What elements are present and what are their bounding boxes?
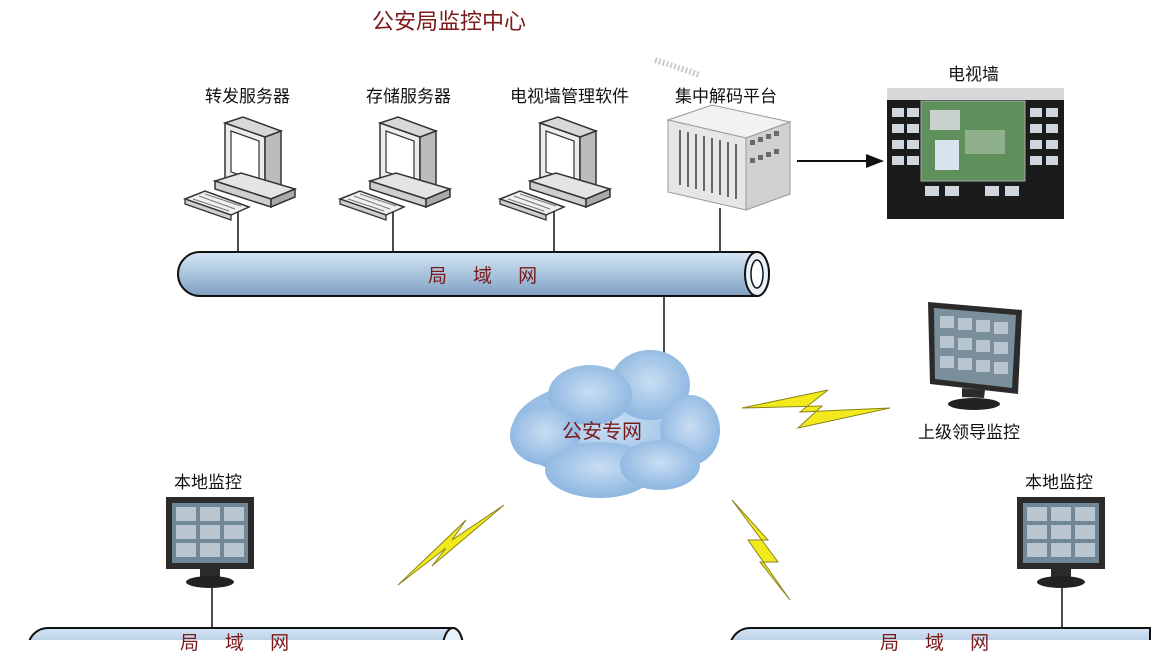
label-police-net: 公安专网: [562, 419, 642, 443]
lightning-icon: [397, 504, 505, 586]
computer-icon: [499, 116, 611, 221]
lightning-icon: [731, 499, 791, 601]
computer-icon: [184, 116, 296, 221]
monitor-icon: [928, 302, 1022, 410]
lan-pipe-bottom-left: [28, 627, 464, 640]
decoder-rack-icon: [654, 57, 792, 211]
network-diagram: [28, 57, 1151, 640]
cloud-icon: [510, 350, 720, 498]
label-lan-bottom-right: 局 域 网: [880, 632, 1000, 654]
tv-wall-icon: [887, 88, 1064, 219]
lan-pipe-top: [177, 251, 770, 297]
label-decoder-platform: 集中解码平台: [675, 87, 777, 107]
label-storage-server: 存储服务器: [366, 87, 451, 107]
label-local-monitor-left: 本地监控: [174, 473, 242, 493]
label-superior-monitor: 上级领导监控: [918, 423, 1020, 443]
computer-icon: [339, 116, 451, 221]
label-lan-bottom-left: 局 域 网: [180, 632, 300, 654]
lan-pipe-bottom-right: [730, 627, 1151, 640]
page-title: 公安局监控中心: [372, 10, 527, 35]
arrow-head-icon: [866, 154, 884, 168]
label-lan-top: 局 域 网: [428, 265, 548, 287]
label-local-monitor-right: 本地监控: [1025, 473, 1093, 493]
label-tv-wall: 电视墙: [948, 65, 999, 85]
label-tvwall-software: 电视墙管理软件: [510, 87, 629, 107]
monitor-icon: [166, 497, 254, 588]
monitor-icon: [1017, 497, 1105, 588]
label-forward-server: 转发服务器: [205, 87, 290, 107]
lightning-icon: [741, 389, 891, 429]
